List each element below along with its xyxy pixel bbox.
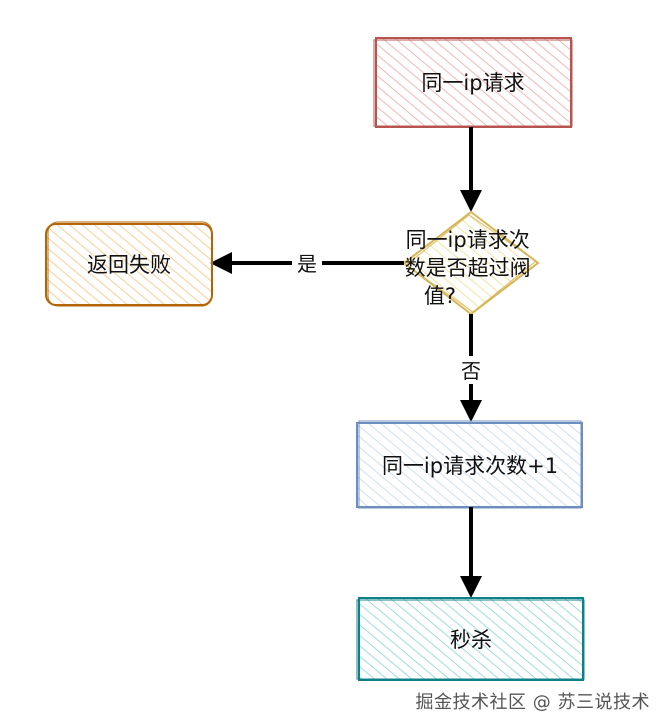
node-start-sketch	[373, 39, 573, 127]
node-seckill-box	[358, 597, 584, 681]
node-increment: 同一ip请求次数+1	[356, 420, 583, 509]
edge-no-label-bg	[456, 356, 486, 384]
node-increment-box	[356, 422, 583, 508]
edge-start-to-decision	[460, 127, 482, 212]
node-seckill: 秒杀	[356, 597, 585, 681]
node-decision-label: 同一ip请求次 数是否超过阀 值?	[405, 228, 538, 308]
node-increment-label: 同一ip请求次数+1	[382, 454, 558, 478]
edge-decision-to-increment: 否	[456, 314, 486, 422]
node-decision-line-3: 值?	[424, 284, 456, 308]
node-decision-line-2: 数是否超过阀	[405, 256, 531, 280]
watermark: 掘金技术社区 @ 苏三说技术	[415, 692, 650, 713]
arrowhead-down-icon	[460, 400, 482, 422]
edge-yes-label-bg	[292, 250, 322, 276]
node-start-box	[375, 37, 572, 128]
arrowhead-down-icon	[460, 190, 482, 212]
arrowhead-left-icon	[210, 252, 232, 274]
node-fail-sketch	[47, 221, 213, 307]
node-decision-line-1: 同一ip请求次	[406, 228, 530, 252]
node-seckill-label: 秒杀	[450, 628, 492, 652]
edge-yes-label: 是	[297, 252, 317, 276]
node-seckill-sketch	[356, 599, 585, 680]
edge-increment-to-seckill	[460, 507, 482, 598]
node-decision: 同一ip请求次 数是否超过阀 值?	[402, 210, 540, 316]
edge-no-label: 否	[461, 359, 481, 383]
arrowhead-down-icon	[460, 576, 482, 598]
edge-decision-to-fail: 是	[210, 250, 404, 276]
node-fail: 返回失败	[45, 221, 213, 307]
node-start: 同一ip请求	[373, 37, 573, 128]
node-start-label: 同一ip请求	[421, 71, 524, 95]
node-decision-sketch	[404, 214, 538, 313]
node-fail-label: 返回失败	[87, 253, 171, 277]
